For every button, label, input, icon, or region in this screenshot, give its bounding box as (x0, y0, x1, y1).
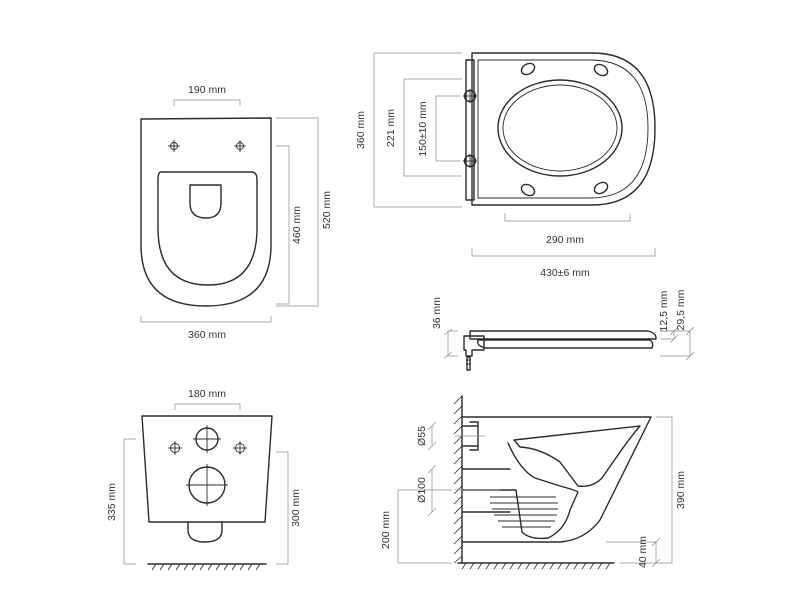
bowl-trap (462, 442, 579, 540)
dim-line (471, 248, 656, 257)
dim-line (620, 416, 673, 564)
dim-line (173, 99, 241, 106)
seat-side-view: 36 mm 12,5 mm 29,5 mm (431, 289, 695, 371)
seat-ring-profile (476, 339, 654, 349)
dim-line (447, 330, 458, 357)
dim-label-fixing-height: 335 mm (106, 483, 118, 521)
dim-label-bowl-length: 460 mm (291, 206, 303, 244)
dim-label-section-outlet-height: 200 mm (380, 511, 392, 549)
top-view-bowl-opening (157, 171, 258, 286)
dim-label-inlet-diameter: Ø55 (416, 426, 428, 446)
dim-line (397, 489, 452, 564)
dim-label-hinge-depth: 221 mm (385, 109, 397, 147)
side-section: Ø55 Ø100 200 mm 390 mm 40 mm (380, 395, 687, 570)
top-view: 190 mm 460 mm 520 mm 360 mm (140, 84, 333, 341)
dim-label-outlet-height: 300 mm (290, 489, 302, 527)
dim-line (276, 117, 319, 307)
dim-line (435, 95, 460, 162)
seat-lid-profile (469, 330, 657, 340)
dim-label-seat-length: 360 mm (355, 111, 367, 149)
rear-view-outlet (187, 521, 223, 543)
wall-hatch (453, 395, 463, 564)
dim-line (174, 403, 241, 410)
bowl-water-lines (490, 496, 558, 528)
dim-label-opening-width: 290 mm (546, 234, 584, 246)
seat-inner-rim (477, 59, 649, 199)
top-view-outline (140, 117, 272, 307)
floor-hatch (461, 562, 611, 570)
dim-label-rear-bolt-spacing: 180 mm (188, 388, 226, 400)
outlet-icon (186, 464, 228, 506)
dim-line (276, 145, 290, 305)
dim-label-base-clearance: 40 mm (637, 536, 649, 568)
bowl-rim-inner (513, 425, 641, 488)
dim-line (123, 438, 136, 565)
floor-hatch (151, 563, 261, 571)
dim-label-hinge-spacing: 150±10 mm (417, 101, 429, 157)
dim-line (140, 316, 272, 323)
crosshair-icon (234, 140, 246, 152)
rear-view-outline (141, 415, 273, 523)
dim-label-bowl-height: 390 mm (675, 471, 687, 509)
outlet-spigot (462, 468, 511, 513)
dim-line (504, 213, 631, 222)
rear-view: 180 mm 335 mm 300 mm (106, 388, 302, 571)
crosshair-icon (168, 140, 180, 152)
inlet-icon (193, 425, 221, 453)
bowl-body-outline (462, 416, 652, 543)
seat-outline (471, 52, 656, 206)
hinge-bolt-icon (463, 154, 477, 168)
seat-opening-inner (502, 84, 618, 172)
seat-opening (497, 79, 623, 177)
dim-label-overall-length: 520 mm (321, 191, 333, 229)
dim-label-lid-thickness: 12,5 mm (658, 290, 670, 331)
seat-hinge-bar (465, 59, 475, 201)
seat-top-view: 360 mm 221 mm 150±10 mm 290 mm 430±6 mm (355, 52, 656, 279)
dim-line (276, 451, 289, 565)
dim-label-seat-height: 29,5 mm (675, 289, 687, 330)
dim-label-overall-width: 430±6 mm (540, 267, 590, 279)
dim-line (403, 78, 462, 177)
seat-hinge-pin (466, 356, 471, 371)
crosshair-icon (168, 441, 182, 455)
hinge-bolt-icon (463, 89, 477, 103)
dim-line (373, 52, 462, 208)
top-view-drain (189, 184, 222, 219)
dim-label-hinge-height: 36 mm (431, 297, 443, 329)
dim-label-bolt-spacing: 190 mm (188, 84, 226, 96)
seat-bumpers (520, 62, 609, 197)
dim-label-width: 360 mm (188, 329, 226, 341)
crosshair-icon (233, 441, 247, 455)
dim-line (660, 330, 691, 357)
seat-hinge-profile (463, 335, 485, 357)
